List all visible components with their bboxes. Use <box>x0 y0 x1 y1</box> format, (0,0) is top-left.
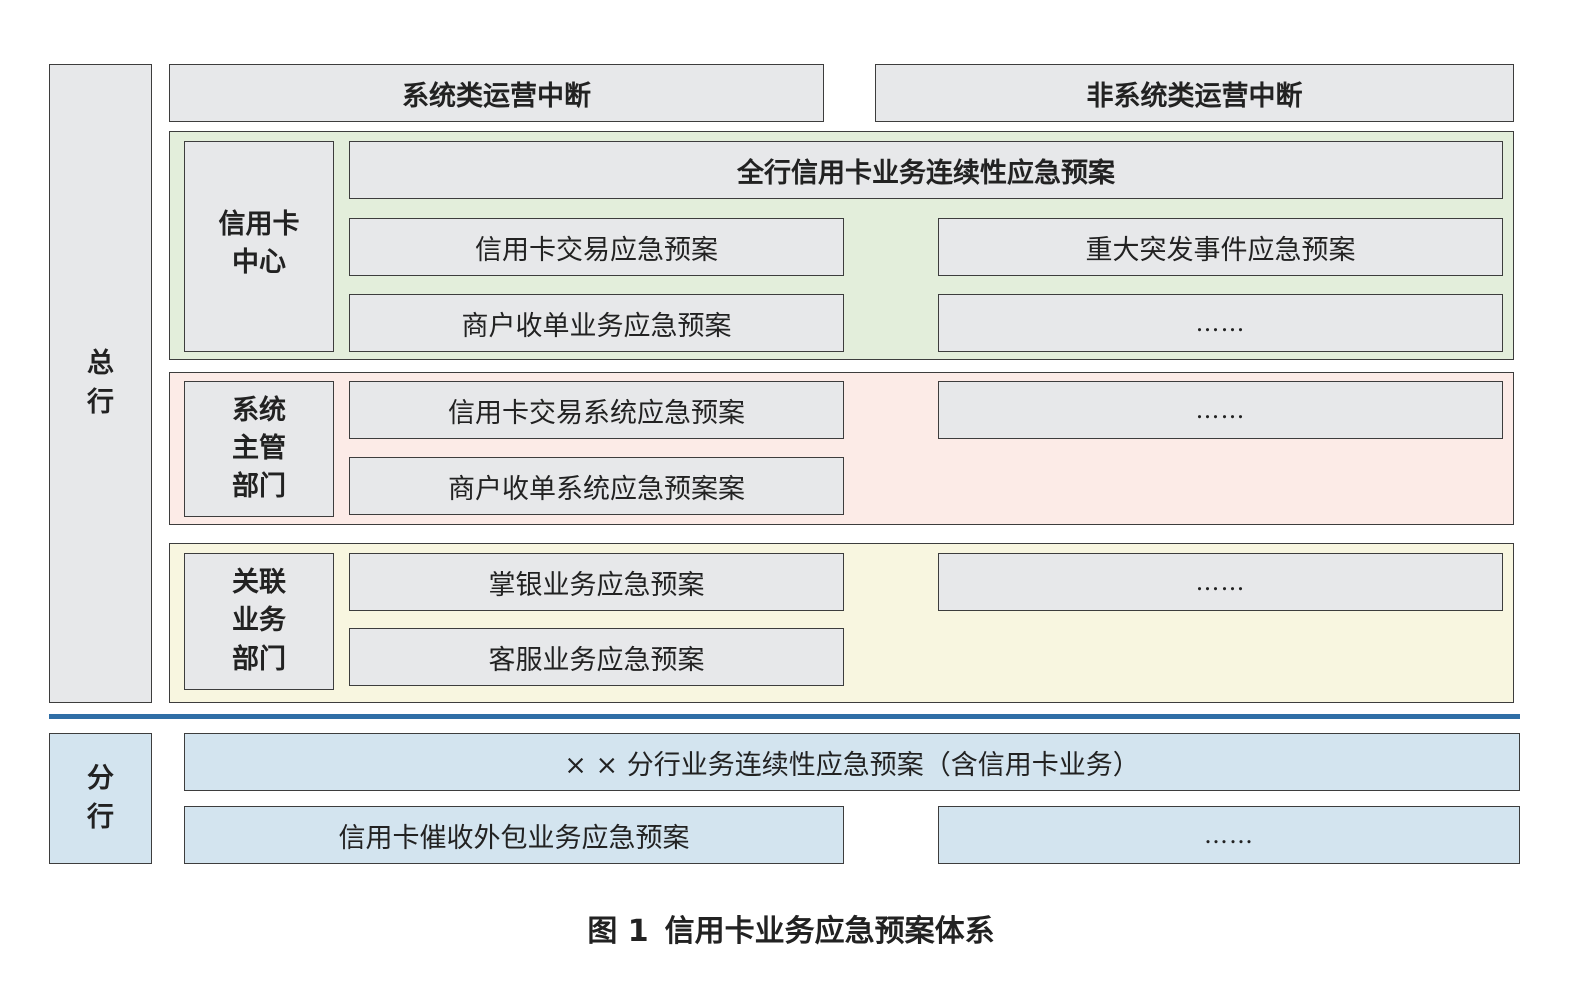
figure-number: 图 1 <box>587 914 649 949</box>
system-department-label: 系统 主管 部门 <box>184 381 334 517</box>
system-interruption-header: 系统类运营中断 <box>169 64 824 122</box>
branch-label: 分 行 <box>49 733 152 864</box>
credit-card-center-more-plans: …… <box>938 294 1503 352</box>
merchant-acquiring-business-plan: 商户收单业务应急预案 <box>349 294 844 352</box>
credit-card-transaction-plan: 信用卡交易应急预案 <box>349 218 844 276</box>
branch-continuity-plan: × × 分行业务连续性应急预案（含信用卡业务） <box>184 733 1520 791</box>
collection-outsourcing-plan: 信用卡催收外包业务应急预案 <box>184 806 844 864</box>
customer-service-plan: 客服业务应急预案 <box>349 628 844 686</box>
credit-card-center-label: 信用卡 中心 <box>184 141 334 352</box>
hq-branch-divider <box>49 714 1520 719</box>
figure-caption: 图 1 信用卡业务应急预案体系 <box>0 906 1582 950</box>
headquarters-label: 总 行 <box>49 64 152 703</box>
branch-more-plans: …… <box>938 806 1520 864</box>
major-emergency-plan: 重大突发事件应急预案 <box>938 218 1503 276</box>
mobile-banking-plan: 掌银业务应急预案 <box>349 553 844 611</box>
related-department-more-plans: …… <box>938 553 1503 611</box>
system-department-more-plans: …… <box>938 381 1503 439</box>
non-system-interruption-header: 非系统类运营中断 <box>875 64 1514 122</box>
figure-title: 信用卡业务应急预案体系 <box>664 914 995 949</box>
bank-wide-continuity-plan: 全行信用卡业务连续性应急预案 <box>349 141 1503 199</box>
merchant-acquiring-system-plan: 商户收单系统应急预案案 <box>349 457 844 515</box>
related-department-label: 关联 业务 部门 <box>184 553 334 690</box>
credit-card-transaction-system-plan: 信用卡交易系统应急预案 <box>349 381 844 439</box>
